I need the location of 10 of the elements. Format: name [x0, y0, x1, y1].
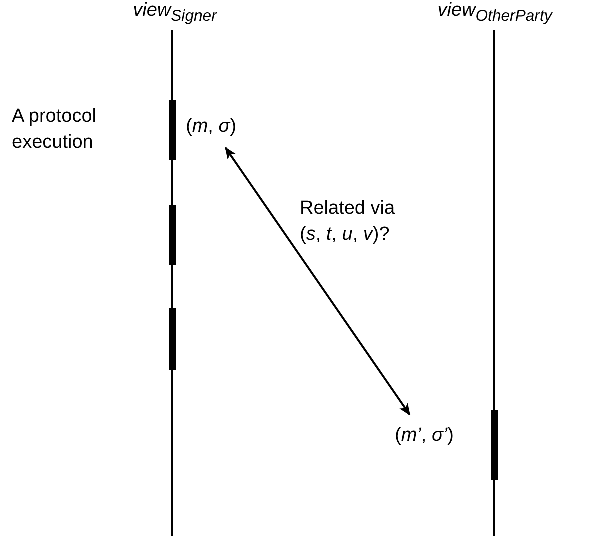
- activation-bar: [168, 308, 176, 370]
- annotation-text: A protocol execution: [12, 105, 98, 155]
- double-arrow: [224, 147, 411, 416]
- lifeline-heading: view$_{OtherParty}$: [436, 0, 554, 26]
- message-label: (m, σ): [186, 116, 237, 138]
- activation-bar: [168, 205, 176, 265]
- lifeline-heading: view$_{Signer}$: [132, 0, 218, 26]
- activation-bar: [490, 410, 498, 480]
- activation-bar: [168, 100, 176, 160]
- message-label: (m’, σ’): [395, 425, 454, 447]
